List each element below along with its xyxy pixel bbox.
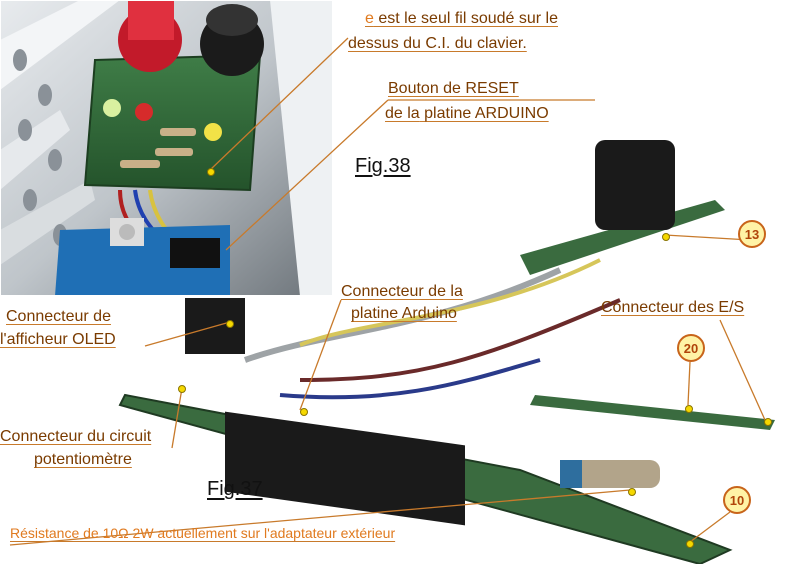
pin-marker: [628, 488, 636, 496]
oled-line1: Connecteur de: [6, 308, 111, 325]
arduino-conn-line2: platine Arduino: [351, 305, 457, 322]
fig38-photo: [0, 0, 334, 297]
fil-soude-prefix: e: [365, 10, 374, 27]
pin-marker: [178, 385, 186, 393]
es-conn-label: Connecteur des E/S: [601, 299, 745, 316]
fig37-assembly: [118, 140, 775, 564]
badge-20: 20: [677, 334, 705, 362]
reset-line1: Bouton de RESET: [388, 80, 519, 97]
oled-line2: l'afficheur OLED: [0, 331, 116, 348]
pin-marker: [764, 418, 772, 426]
badge-13: 13: [738, 220, 766, 248]
pot-line2: potentiomètre: [34, 451, 132, 468]
fil-soude-text1: est le seul fil soudé sur le: [373, 10, 558, 27]
pin-marker: [300, 408, 308, 416]
reset-line2: de la platine ARDUINO: [385, 105, 549, 123]
resistance-label: Résistance de 10Ω 2W actuellement sur l'…: [10, 525, 396, 541]
reset-line2-b: platine ARDUINO: [419, 105, 549, 122]
pin-marker: [226, 320, 234, 328]
badge-10: 10: [723, 486, 751, 514]
fig37-caption: Fig.37: [207, 478, 263, 500]
pot-line1: Connecteur du circuit: [0, 428, 152, 445]
pin-marker: [685, 405, 693, 413]
reset-line2-a: de la: [385, 105, 420, 122]
fil-soude-line2: dessus du C.I. du clavier.: [348, 35, 527, 52]
fig38-caption: Fig.38: [355, 155, 411, 177]
pin-marker: [686, 540, 694, 548]
arduino-conn-line1: Connecteur de la: [341, 283, 463, 300]
pin-marker: [207, 168, 215, 176]
fil-soude-line1: e est le seul fil soudé sur le: [365, 10, 558, 28]
pin-marker: [662, 233, 670, 241]
